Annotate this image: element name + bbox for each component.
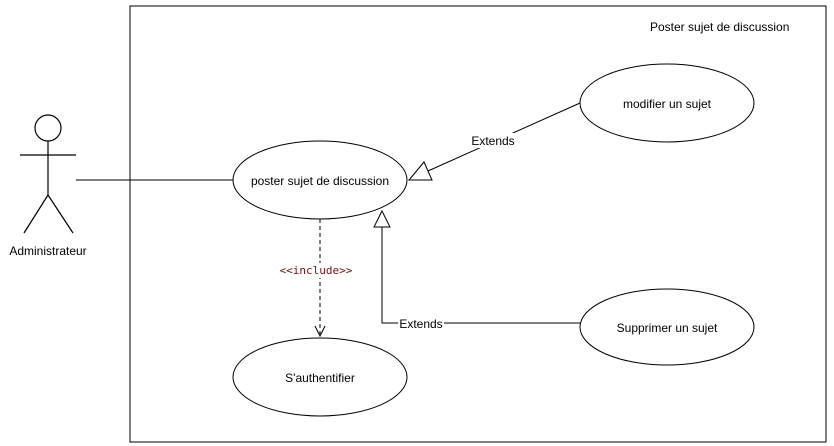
- system-title: Poster sujet de discussion: [650, 20, 789, 34]
- extends-arrowhead-modify: [407, 161, 433, 181]
- system-boundary: [129, 5, 827, 443]
- extends-label-modify: Extends: [471, 134, 514, 148]
- use-case-ellipse: [232, 140, 408, 220]
- use-case-label: S'authentifier: [285, 371, 355, 385]
- extends-label-delete: Extends: [399, 317, 442, 331]
- use-case-supprimer-sujet[interactable]: Supprimer un sujet: [579, 288, 755, 366]
- use-case-ellipse: [579, 288, 755, 366]
- include-label-bg: [274, 263, 358, 278]
- extends-line-delete: [381, 227, 580, 324]
- use-case-authentifier[interactable]: S'authentifier: [232, 337, 408, 417]
- actor-left-leg: [23, 194, 49, 234]
- use-case-label: modifier un sujet: [623, 97, 712, 111]
- actor-right-leg: [47, 194, 74, 234]
- actor-head: [34, 114, 62, 142]
- use-case-ellipse: [232, 337, 408, 417]
- extends-label-bg-modify: [470, 133, 516, 148]
- use-case-modifier-sujet[interactable]: modifier un sujet: [579, 63, 755, 143]
- use-case-poster-sujet[interactable]: poster sujet de discussion: [232, 140, 408, 220]
- actor-administrateur[interactable]: Administrateur: [9, 114, 87, 258]
- use-case-label: Supprimer un sujet: [617, 321, 718, 335]
- use-case-ellipse: [579, 63, 755, 143]
- use-case-label: poster sujet de discussion: [251, 174, 389, 188]
- include-arrowhead: [314, 325, 326, 338]
- extends-arrowhead-delete: [373, 209, 391, 228]
- actor-label: Administrateur: [9, 244, 86, 258]
- extends-label-bg-delete: [398, 316, 444, 331]
- include-label: <<include>>: [280, 264, 353, 277]
